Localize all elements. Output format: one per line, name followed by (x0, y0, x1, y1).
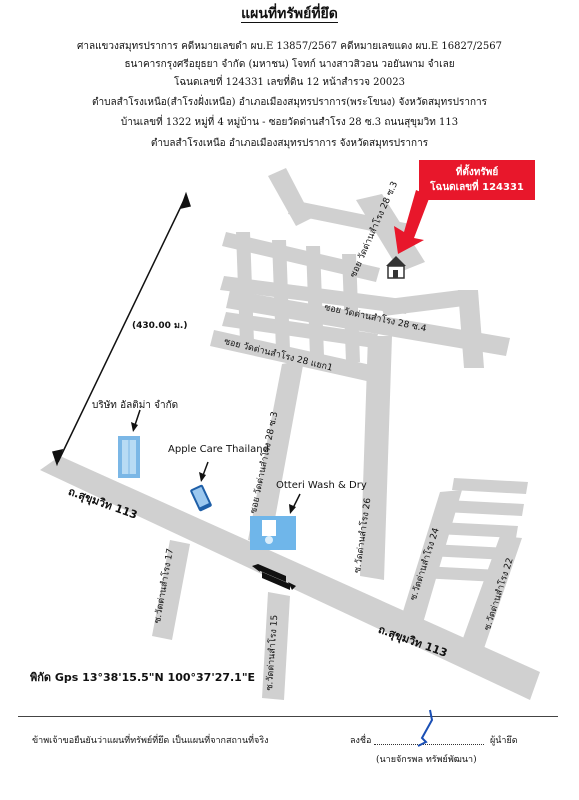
map-title-text: แผนที่ทรัพย์ที่ยึด (241, 6, 338, 23)
road-right-vertical (458, 290, 484, 368)
road-right-link (380, 290, 464, 316)
property-arrow (394, 190, 430, 254)
footer-sign-label: ลงชื่อ (350, 736, 372, 746)
footer-divider (18, 716, 558, 717)
handwritten-signature (417, 709, 434, 747)
road-comb-4 (428, 544, 510, 560)
distance-label: (430.00 ม.) (132, 321, 188, 331)
header-line-subdistrict: ตำบลสำโรงเหนือ อำเภอเมืองสมุทรปราการ จัง… (150, 138, 429, 149)
road-block-col-4 (342, 254, 360, 362)
poi-apple-label: Apple Care Thailand (168, 444, 269, 455)
property-callout-title: ที่ตั้งทรัพย์ (455, 167, 499, 178)
road-comb-2 (444, 500, 524, 516)
road-soi-26 (360, 336, 392, 580)
road-comb-5 (420, 566, 500, 582)
header-line-case: ศาลแขวงสมุทรปราการ คดีหมายเลขดำ ผบ.E 138… (77, 41, 502, 52)
road-soi-28-3-mid (248, 360, 304, 546)
phone-icon (190, 461, 212, 512)
poi-otteri-label: Otteri Wash & Dry (276, 480, 367, 491)
road-block-row-3 (222, 312, 378, 348)
traffic-direction-icon (252, 564, 296, 590)
header-line-address: บ้านเลขที่ 1322 หมู่ที่ 4 หมู่บ้าน - ซอย… (120, 117, 459, 128)
poi-company-label: บริษัท อัลติม่า จำกัด (92, 400, 179, 411)
road-block-col-1 (236, 232, 254, 342)
road-soi-15 (262, 592, 290, 700)
property-callout-deed: โฉนดเลขที่ 124331 (430, 182, 524, 193)
road-soi-28-4 (226, 290, 510, 356)
road-block-row-1 (222, 232, 380, 282)
map-title: แผนที่ทรัพย์ที่ยึด (0, 6, 579, 23)
road-soi-28-yaek1 (210, 330, 384, 384)
building-icon (118, 409, 141, 478)
road-soi-28-3-upper (356, 194, 425, 272)
signature-line (374, 744, 484, 745)
road-network (40, 168, 540, 700)
header-line-deed: โฉนดเลขที่ 124331 เลขที่ดิน 12 หน้าสำรวจ… (173, 77, 405, 88)
footer-pointer-label: ผู้นำยึด (490, 736, 518, 746)
header-line-district: ตำบลสำโรงเหนือ(สำโรงฝั่งเหนือ) อำเภอเมือ… (92, 97, 487, 108)
property-callout: ที่ตั้งทรัพย์ โฉนดเลขที่ 124331 (419, 160, 535, 200)
road-comb-3 (436, 522, 518, 538)
header-line-parties: ธนาคารกรุงศรีอยุธยา จำกัด (มหาชน) โจทก์ … (124, 59, 455, 70)
road-comb-1 (452, 478, 528, 494)
footer-name: (นายจักรพล ทรัพย์พัฒนา) (376, 755, 477, 765)
house-icon (386, 256, 406, 279)
distance-arrow (52, 191, 191, 467)
footer-certify-text: ข้าพเจ้าขอยืนยันว่าแผนที่ทรัพย์ที่ยึด เป… (32, 736, 269, 746)
road-soi-17 (152, 540, 190, 640)
gps-coordinates: พิกัด Gps 13°38'15.5"N 100°37'27.1"E (30, 671, 256, 684)
laundry-icon (250, 493, 301, 550)
road-soi-22 (458, 536, 522, 660)
road-block-col-3 (306, 246, 324, 356)
road-block-col-2 (272, 240, 290, 350)
